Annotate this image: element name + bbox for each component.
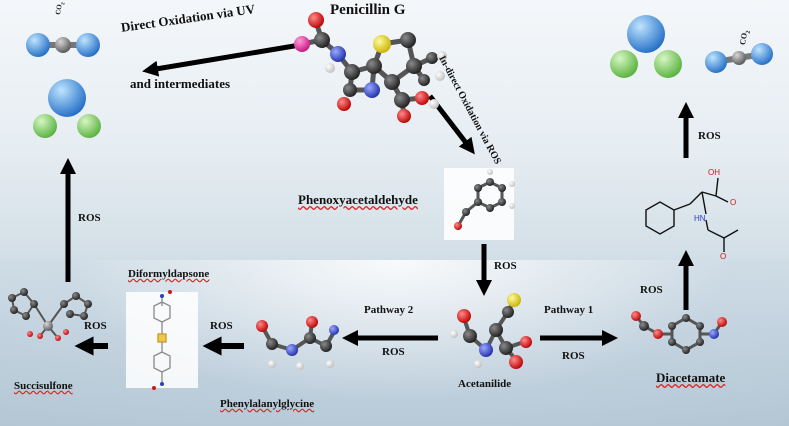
n-acetyl-phenylalanine-structure <box>645 177 739 252</box>
succisulfone-molecule <box>8 288 92 341</box>
water-molecule-right <box>610 15 682 78</box>
ros-label-phenylalanyl: ROS <box>210 320 233 332</box>
pathway1-label: Pathway 1 <box>544 304 594 316</box>
water-molecule-left <box>33 79 101 138</box>
phenoxy-label: Phenoxyacetaldehyde <box>298 192 418 207</box>
co2-text-left: CO <box>54 3 64 16</box>
co2-molecule-right <box>705 43 773 73</box>
phenoxy-molecule <box>454 169 515 230</box>
phenylalanylglycine-molecule <box>256 316 339 370</box>
direct-oxidation-label-2: and intermediates <box>130 76 231 91</box>
ros-label-diformyl: ROS <box>84 320 107 332</box>
co2-text-right: CO <box>738 32 749 46</box>
phenylalanyl-label: Phenylalanylglycine <box>220 398 315 410</box>
penicillin-molecule <box>294 12 447 123</box>
succisulfone-label: Succisulfone <box>14 380 73 392</box>
diacetamate-label: Diacetamate <box>656 370 726 385</box>
co2-molecule-left <box>26 33 100 57</box>
arrow-direct-oxidation <box>142 42 301 77</box>
diformyl-label: Diformyldapsone <box>128 268 210 280</box>
ros-label-pathway1: ROS <box>562 350 585 362</box>
structure-hn-label: HN <box>694 214 706 223</box>
structure-o-label-1: O <box>730 198 737 207</box>
acetanilide-label: Acetanilide <box>458 378 512 390</box>
diacetamate-molecule <box>631 311 727 354</box>
ros-label-succisulfone: ROS <box>78 212 101 224</box>
structure-oh-label: OH <box>708 168 720 177</box>
co2-label-left: CO2 <box>54 1 66 16</box>
ros-label-pathway2: ROS <box>382 346 405 358</box>
acetanilide-molecule <box>450 293 532 369</box>
ros-label-phenoxy: ROS <box>494 260 517 272</box>
structure-o-label-2: O <box>720 252 727 261</box>
ros-label-diacetamate: ROS <box>640 284 663 296</box>
ros-label-top-right: ROS <box>698 130 721 142</box>
penicillin-label: Penicillin G <box>330 2 406 18</box>
diformyldapsone-molecule <box>152 290 172 390</box>
pathway2-label: Pathway 2 <box>364 304 414 316</box>
